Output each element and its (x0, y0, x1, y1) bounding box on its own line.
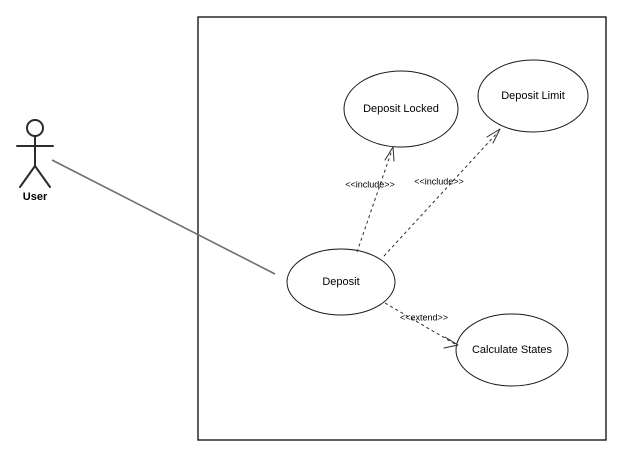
use-case-deposit-locked-ellipse (343, 70, 459, 148)
stereotype-label-extend-calculate: <<extend>> (400, 312, 448, 322)
use-case-deposit-limit-ellipse (477, 59, 589, 133)
actor-head-icon (26, 119, 44, 137)
use-case-calculate-states[interactable]: Calculate States (455, 313, 569, 387)
dependency-line-include-limit (383, 131, 499, 257)
use-case-deposit-label: Deposit (322, 276, 359, 288)
system-boundary-box (197, 16, 607, 441)
use-case-deposit-ellipse (286, 248, 396, 316)
actor-label-user: User (23, 191, 48, 203)
dependency-deposit-to-calculate-states[interactable]: <<extend>> (384, 302, 459, 349)
arrow-head-extend-calculate (443, 336, 459, 349)
stereotype-label-include-limit: <<include>> (414, 176, 464, 186)
arrow-head-include-locked (384, 146, 395, 162)
use-case-calculate-states-ellipse (455, 313, 569, 387)
use-case-deposit-limit-label: Deposit Limit (501, 90, 565, 102)
use-case-deposit-limit[interactable]: Deposit Limit (477, 59, 589, 133)
dependency-line-extend-calculate (384, 302, 456, 345)
use-case-deposit-locked-label: Deposit Locked (363, 103, 439, 115)
dependency-line-include-locked (356, 149, 393, 253)
use-case-deposit-locked[interactable]: Deposit Locked (343, 70, 459, 148)
actor-left-leg-line (19, 165, 36, 188)
use-case-deposit[interactable]: Deposit (286, 248, 396, 316)
actor-user[interactable]: User (16, 119, 54, 203)
dependency-deposit-to-deposit-locked[interactable]: <<include>> (345, 146, 395, 253)
dependency-deposit-to-deposit-limit[interactable]: <<include>> (383, 128, 501, 257)
actor-right-leg-line (34, 165, 51, 188)
arrow-head-include-limit (486, 128, 501, 144)
use-case-calculate-states-label: Calculate States (472, 344, 553, 356)
association-user-deposit[interactable] (51, 159, 276, 275)
stereotype-label-include-locked: <<include>> (345, 179, 395, 189)
